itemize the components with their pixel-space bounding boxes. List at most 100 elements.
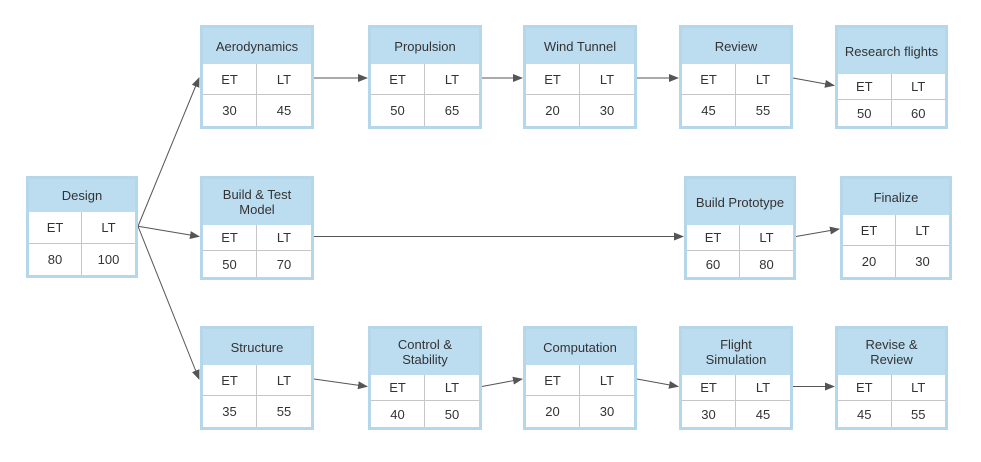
- lt-value: 30: [599, 404, 615, 419]
- node-title: Revise & Review: [838, 329, 945, 375]
- node-title: Wind Tunnel: [526, 28, 634, 64]
- lt-label: LT: [425, 64, 479, 95]
- node-title: Design: [29, 179, 135, 212]
- node-title: Flight Simulation: [682, 329, 790, 375]
- et-label: ET: [838, 74, 892, 100]
- lt-label: LT: [891, 74, 945, 100]
- node-title: Review: [682, 28, 790, 64]
- edge-structure-to-control-stability: [313, 378, 368, 390]
- lt-value: 70: [276, 256, 292, 272]
- edge-design-to-build-test-model: [137, 225, 200, 239]
- et-value: 20: [526, 396, 580, 427]
- lt-value: 30: [915, 254, 930, 269]
- et-label: ET: [203, 225, 257, 251]
- lt-value: 55: [911, 406, 926, 422]
- lt-value: 45: [755, 406, 771, 422]
- lt-value: 45: [276, 103, 292, 118]
- et-label: ET: [843, 215, 896, 246]
- et-label: ET: [682, 64, 736, 95]
- et-label: ET: [682, 375, 736, 401]
- lt-label: LT: [82, 212, 135, 244]
- et-value: 35: [203, 396, 257, 427]
- node-title: Finalize: [843, 179, 949, 215]
- lt-label: LT: [580, 64, 634, 95]
- lt-value: 100: [97, 251, 120, 267]
- et-label: ET: [371, 375, 425, 401]
- et-label: ET: [371, 64, 425, 95]
- et-value: 50: [203, 251, 257, 277]
- et-value: 60: [687, 251, 740, 277]
- edge-control-stability-to-computation: [481, 376, 523, 387]
- et-value: 20: [843, 246, 896, 277]
- edge-review-to-research-flights: [792, 77, 835, 88]
- lt-label: LT: [736, 64, 790, 95]
- lt-label: LT: [425, 375, 479, 401]
- lt-value: 30: [599, 103, 615, 118]
- node-title: Build & Test Model: [203, 179, 311, 225]
- et-value: 45: [838, 401, 892, 427]
- node-title: Propulsion: [371, 28, 479, 64]
- lt-label: LT: [257, 365, 311, 396]
- lt-label: LT: [736, 375, 790, 401]
- lt-value: 65: [444, 103, 460, 118]
- lt-label: LT: [740, 225, 793, 251]
- edge-build-prototype-to-finalize: [795, 226, 840, 237]
- et-label: ET: [203, 365, 257, 396]
- et-value: 30: [203, 95, 257, 126]
- lt-value: 55: [755, 103, 771, 118]
- node-title: Control & Stability: [371, 329, 479, 375]
- et-value: 50: [371, 95, 425, 126]
- lt-value: 55: [276, 404, 292, 419]
- lt-label: LT: [257, 225, 311, 251]
- et-value: 50: [838, 100, 892, 126]
- edge-design-to-aerodynamics: [137, 77, 200, 227]
- et-label: ET: [29, 212, 82, 244]
- et-label: ET: [838, 375, 892, 401]
- node-title: Structure: [203, 329, 311, 365]
- node-title: Build Prototype: [687, 179, 793, 225]
- node-title: Research flights: [838, 28, 945, 74]
- edge-computation-to-flight-simulation: [636, 378, 679, 389]
- et-label: ET: [526, 365, 580, 396]
- et-value: 40: [371, 401, 425, 427]
- et-label: ET: [526, 64, 580, 95]
- lt-value: 60: [911, 105, 926, 121]
- lt-label: LT: [257, 64, 311, 95]
- et-value: 20: [526, 95, 580, 126]
- et-value: 45: [682, 95, 736, 126]
- lt-label: LT: [580, 365, 634, 396]
- node-title: Aerodynamics: [203, 28, 311, 64]
- et-value: 80: [29, 243, 82, 275]
- edge-design-to-structure: [137, 226, 200, 380]
- lt-label: LT: [896, 215, 949, 246]
